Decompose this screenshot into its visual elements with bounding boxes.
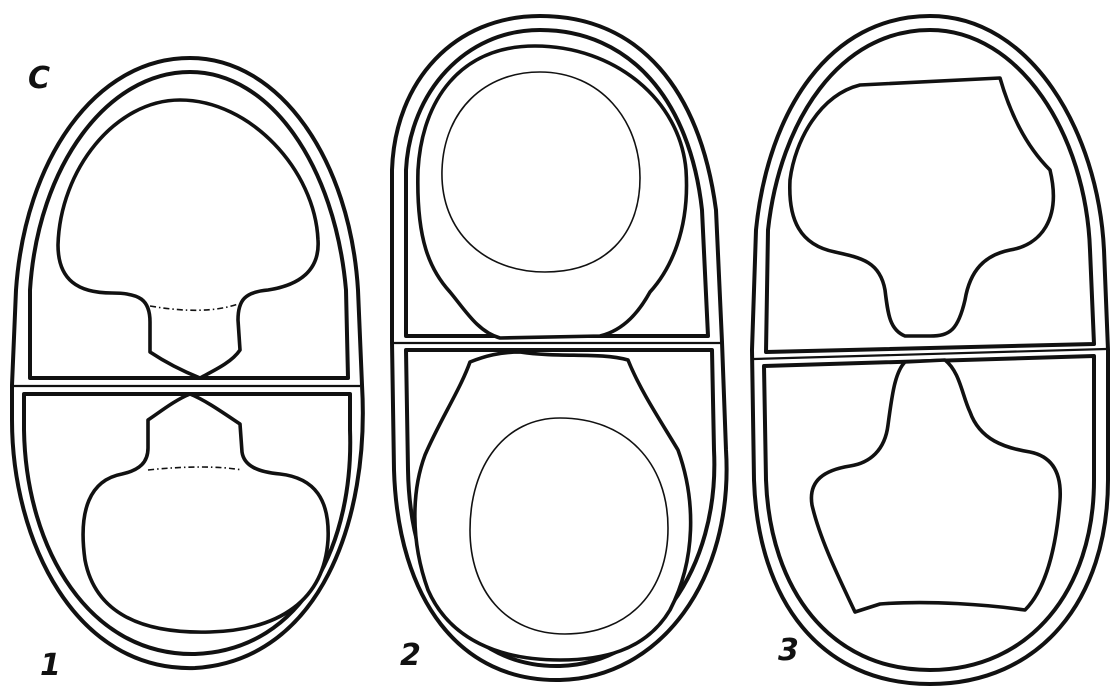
cell-1-upper-protoplast <box>58 100 318 378</box>
cell-3-lower-protoplast <box>811 360 1060 612</box>
cell-1-lower-protoplast <box>83 394 328 632</box>
panel-label: C <box>28 61 50 96</box>
cell-1-label: 1 <box>40 648 61 683</box>
cell-3 <box>752 16 1108 684</box>
cell-2 <box>392 16 727 680</box>
cell-3-label: 3 <box>778 633 799 668</box>
cell-1 <box>12 58 363 668</box>
cell-2-upper-protoplast <box>418 46 687 338</box>
cell-2-label: 2 <box>400 638 421 673</box>
cell-2-lower-protoplast <box>415 352 691 660</box>
cell-3-upper-protoplast <box>790 78 1054 336</box>
